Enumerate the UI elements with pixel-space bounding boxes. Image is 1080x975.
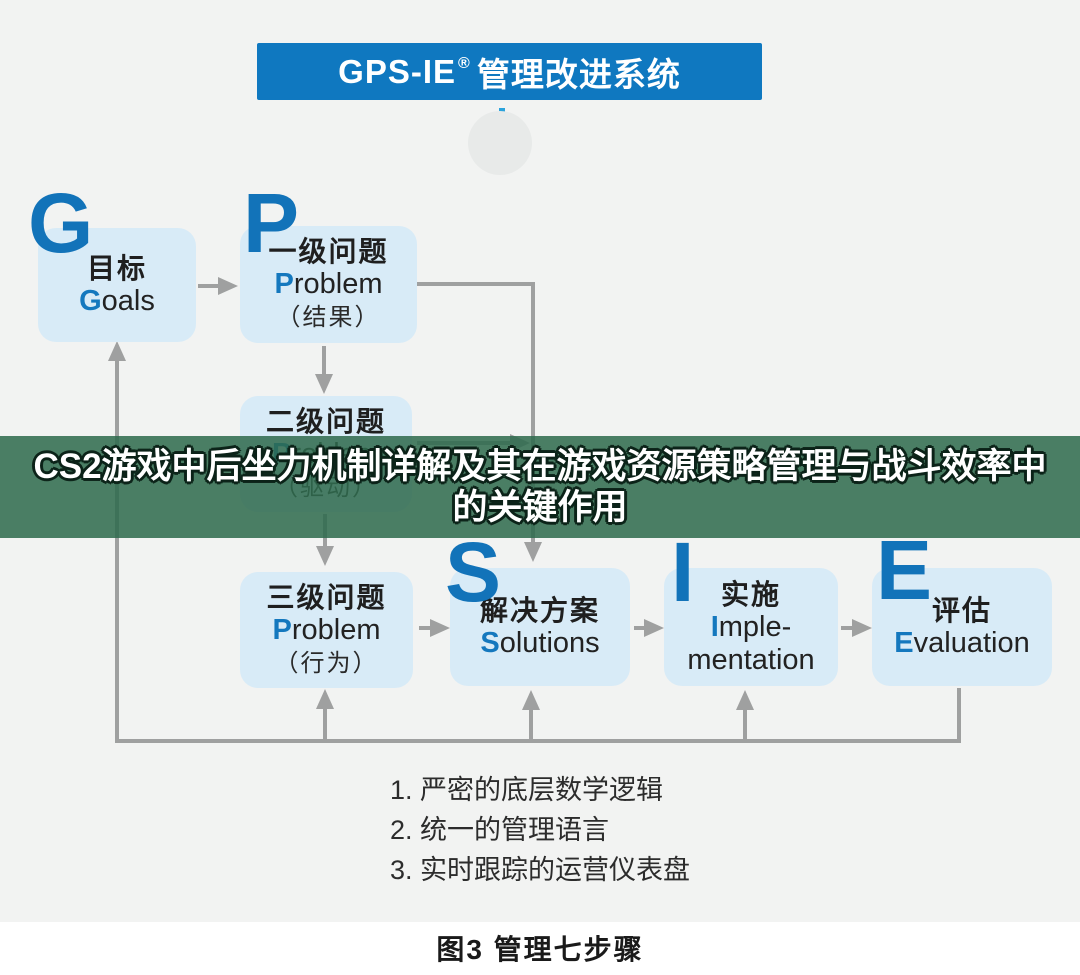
feature-list: 1. 严密的底层数学逻辑 2. 统一的管理语言 3. 实时跟踪的运营仪表盘 xyxy=(390,770,690,890)
letter-i: I xyxy=(671,525,695,619)
box-problem-level3-zh: 三级问题 xyxy=(266,581,387,613)
article-title-overlay: CS2游戏中后坐力机制详解及其在游戏资源策略管理与战斗效率中 的关键作用 xyxy=(0,436,1080,538)
box-problem-level1-sub: （结果） xyxy=(276,304,381,331)
box-solutions-en-rest: olutions xyxy=(499,627,600,659)
box-solutions: 解决方案 Solutions xyxy=(450,568,630,686)
article-title-line1: CS2游戏中后坐力机制详解及其在游戏资源策略管理与战斗效率中 xyxy=(33,447,1047,486)
box-problem-level3: 三级问题 Problem （行为） xyxy=(240,572,413,688)
box-implementation-en-initial: I xyxy=(710,610,719,643)
box-implementation-zh: 实施 xyxy=(720,578,781,610)
box-problem-level3-en: Problem xyxy=(273,614,381,647)
down-arrow-circle xyxy=(468,111,532,175)
box-evaluation-en-rest: valuation xyxy=(913,627,1030,659)
letter-e: E xyxy=(876,523,933,617)
letter-s: S xyxy=(445,525,502,619)
figure-caption: 图3 管理七步骤 xyxy=(436,934,644,965)
system-title-banner: GPS-IE® 管理改进系统 xyxy=(257,43,762,100)
box-evaluation: 评估 Evaluation xyxy=(872,568,1052,686)
box-evaluation-zh: 评估 xyxy=(931,595,992,626)
box-problem-level1-en-rest: roblem xyxy=(293,268,383,300)
box-problem-level1-zh: 一级问题 xyxy=(268,236,389,267)
box-implementation-en: Imple- xyxy=(711,611,792,644)
box-problem-level3-en-rest: roblem xyxy=(291,613,381,646)
brand-name: GPS-IE xyxy=(338,52,457,90)
box-goals-en-rest: oals xyxy=(101,285,155,317)
box-problem-level3-en-initial: P xyxy=(272,613,292,646)
feature-item-1: 1. 严密的底层数学逻辑 xyxy=(390,775,664,805)
box-problem-level1-en-initial: P xyxy=(274,268,294,300)
box-implementation-en-rest: mple- xyxy=(718,610,792,643)
box-solutions-en-initial: S xyxy=(480,627,500,659)
box-goals-en: Goals xyxy=(79,285,155,318)
registered-mark: ® xyxy=(458,54,471,72)
box-problem-level1-en: Problem xyxy=(275,268,383,301)
feature-item-2: 2. 统一的管理语言 xyxy=(390,815,610,845)
box-goals-zh: 目标 xyxy=(86,253,147,284)
box-implementation: 实施 Imple- mentation xyxy=(664,568,838,686)
box-problem-level3-sub: （行为） xyxy=(274,649,379,677)
box-problem-level2-zh: 二级问题 xyxy=(265,405,386,437)
system-title: 管理改进系统 xyxy=(476,55,681,93)
letter-p: P xyxy=(243,176,300,270)
box-evaluation-en: Evaluation xyxy=(894,627,1029,660)
box-implementation-en-line2: mentation xyxy=(687,643,815,676)
box-goals-en-initial: G xyxy=(79,285,102,317)
box-goals: 目标 Goals xyxy=(38,228,196,342)
box-solutions-zh: 解决方案 xyxy=(479,595,600,626)
feedback-line-evaluation-to-goals xyxy=(108,341,961,743)
article-title-line2: 的关键作用 xyxy=(452,488,628,527)
box-problem-level1: 一级问题 Problem （结果） xyxy=(240,226,417,343)
letter-g: G xyxy=(28,176,94,270)
box-solutions-en: Solutions xyxy=(480,627,599,660)
box-evaluation-en-initial: E xyxy=(894,627,914,659)
feature-item-3: 3. 实时跟踪的运营仪表盘 xyxy=(390,855,691,885)
